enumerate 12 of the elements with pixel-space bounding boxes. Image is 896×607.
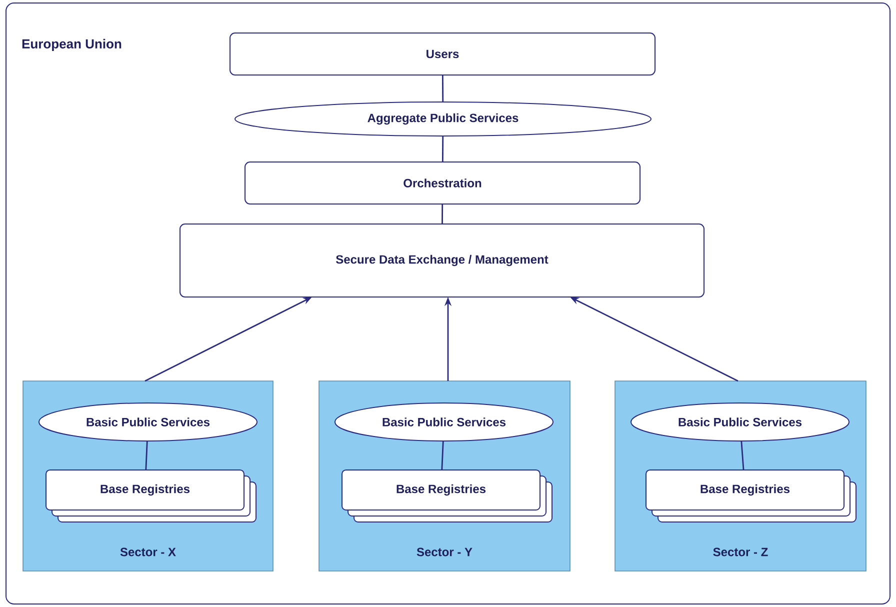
connector [442, 76, 444, 102]
connector [442, 204, 444, 224]
stacked-box: Base Registries [46, 470, 256, 522]
stacked-box: Base Registries [342, 470, 552, 522]
process-box: Orchestration [244, 162, 640, 204]
process-box: Users [230, 32, 656, 76]
connector [740, 441, 744, 470]
connector [145, 441, 148, 470]
connector [441, 441, 444, 470]
process-box: Secure Data Exchange / Management [180, 224, 704, 298]
stacked-box: Base Registries [646, 470, 856, 522]
connector [442, 136, 444, 162]
